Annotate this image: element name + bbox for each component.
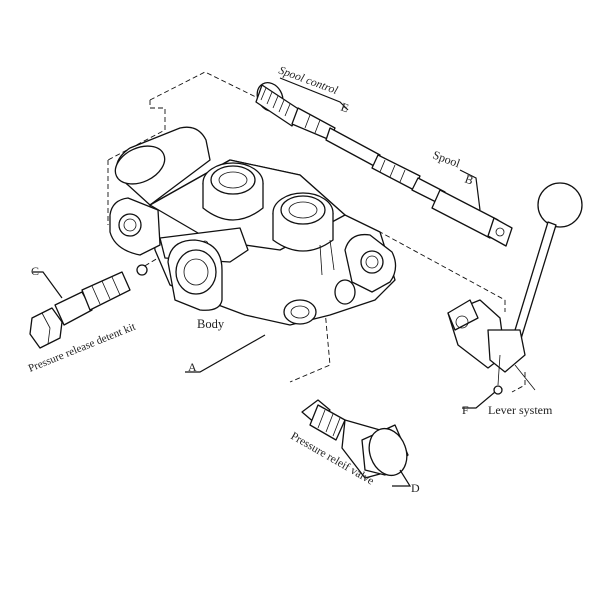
spool-label: Spool [431, 148, 463, 171]
pressure-release-detent-kit-part [29, 264, 148, 349]
spool-control-part [255, 82, 336, 141]
callout-b: B [463, 172, 475, 188]
callout-d: D [411, 481, 420, 495]
lever-system-label: Lever system [488, 403, 553, 417]
spool-part [325, 127, 513, 247]
lever-system-part [447, 182, 583, 395]
valve-body [109, 126, 397, 326]
leader-lines [33, 77, 496, 487]
callout-c: C [31, 264, 39, 278]
pressure-relief-valve-part [301, 399, 409, 479]
callout-a: A [188, 360, 197, 374]
callout-e: E [339, 100, 351, 116]
callout-f: F [462, 403, 469, 417]
body-label: Body [197, 317, 225, 331]
